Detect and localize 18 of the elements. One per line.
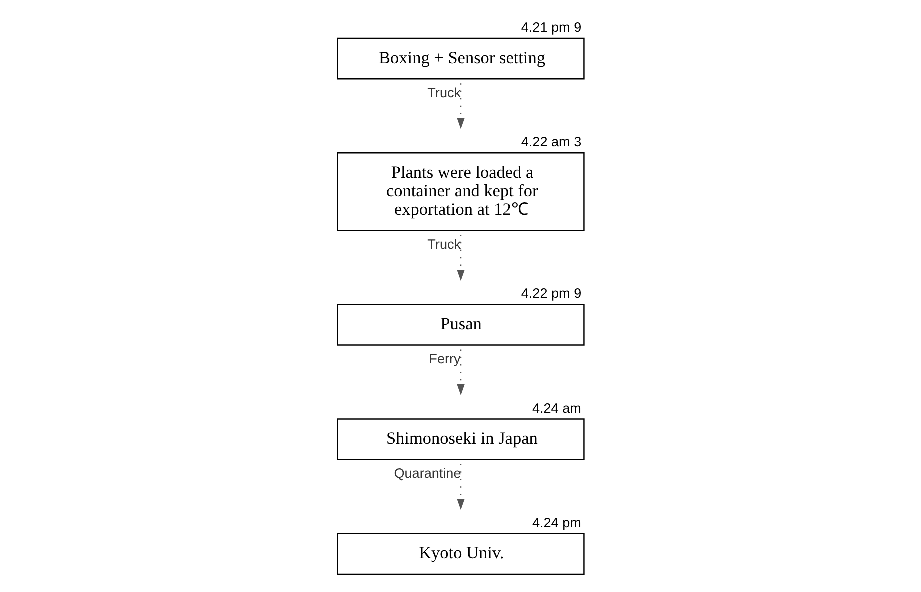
node-label: 4.24 pm	[532, 515, 581, 530]
edge-label: Ferry	[428, 351, 460, 366]
arrow	[456, 84, 464, 130]
node-label: 4.22 am 3	[520, 134, 582, 150]
arrow	[456, 350, 464, 396]
node-label: 4.22 pm 9	[520, 286, 582, 302]
node-box: Kyoto Univ.	[336, 533, 584, 576]
edge-label: Truck	[427, 236, 461, 252]
arrow	[456, 235, 464, 282]
node-label: 4.24 am	[532, 400, 581, 416]
node-box: Boxing + Sensor setting	[336, 38, 584, 80]
node-box: Shimonoseki in Japan	[336, 418, 584, 460]
edge-label: Quarantine	[394, 466, 461, 482]
node-box: Plants were loaded a container and kept for exportation at 12℃	[336, 152, 584, 232]
arrow	[456, 464, 464, 510]
edge-label: Truck	[427, 85, 461, 100]
node-label: 4.21 pm 9	[520, 20, 582, 36]
node-box: Pusan	[336, 304, 584, 346]
